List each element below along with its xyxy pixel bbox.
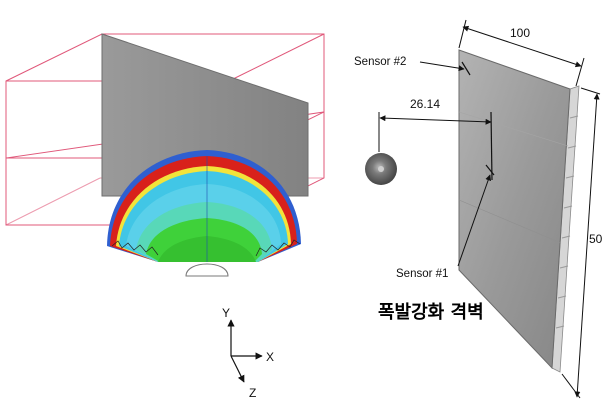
- axis-label-z: Z: [249, 386, 256, 400]
- blast-wall-title: 폭발강화 격벽: [378, 302, 484, 323]
- test-geometry-view: 100 50 26.14 Sensor #2 Sensor #1 폭발강화 격벽: [354, 19, 603, 399]
- dimension-standoff: [378, 112, 492, 152]
- dimension-width: [458, 19, 585, 87]
- charge-cavity: [185, 263, 229, 277]
- dimension-height: [561, 87, 601, 399]
- dimension-height-label: 50: [589, 232, 603, 246]
- pressure-wave-dome: [107, 150, 301, 262]
- sensor-markers: [461, 61, 495, 181]
- blast-wall-plate: [458, 49, 580, 373]
- dimension-width-label: 100: [510, 26, 530, 40]
- simulation-view: Y X Z: [5, 33, 325, 400]
- sensor-1-label: Sensor #1: [396, 268, 448, 280]
- dimension-standoff-label: 26.14: [410, 97, 440, 111]
- wall-plate: [101, 33, 309, 197]
- axis-triad: [227, 319, 263, 383]
- sensor-2-label: Sensor #2: [354, 56, 406, 68]
- axis-label-y: Y: [222, 306, 230, 320]
- axis-label-x: X: [266, 350, 274, 364]
